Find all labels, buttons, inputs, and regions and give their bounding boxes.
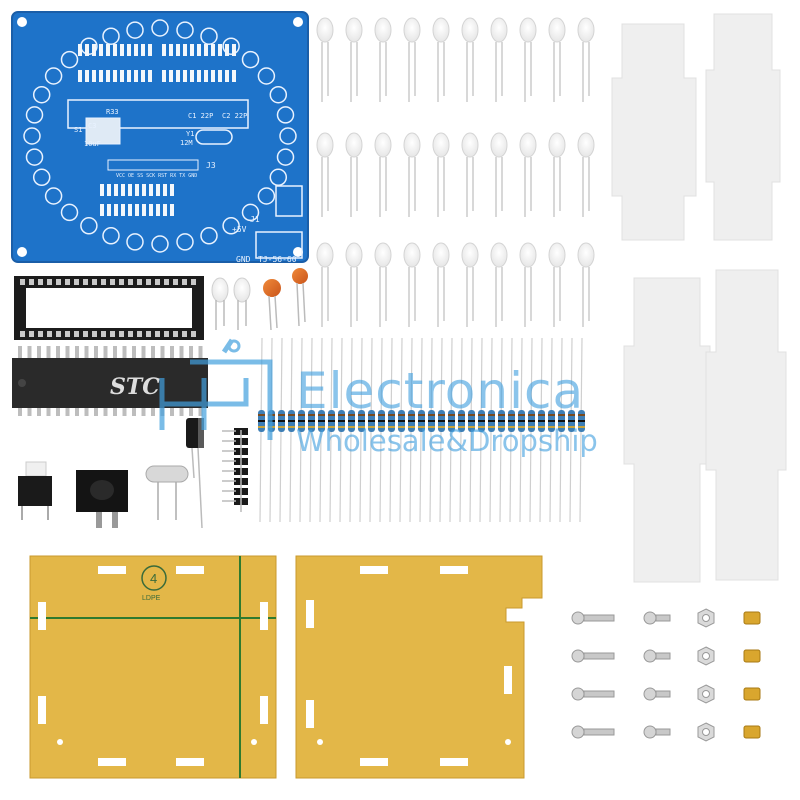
pcb-resistor-pads — [78, 44, 236, 216]
pcb-cap-c3-label: C3 — [88, 122, 96, 130]
pcb-gnd-label: GND — [236, 255, 251, 264]
pcb-ic-footprint — [67, 99, 249, 129]
pcb-resistor-r33-label: R33 — [106, 108, 119, 116]
watermark-line1: Electronica — [296, 362, 585, 420]
mcu-chip-brand: STC — [110, 374, 160, 400]
pcb-jack-footprint — [255, 231, 303, 259]
ic-socket — [14, 276, 204, 340]
push-button — [18, 461, 52, 520]
pcb-cap-c2-label: C2 22P — [222, 112, 247, 120]
pcb-header-pins-label: VCC OE SS SCK RST RX TX GND — [116, 173, 197, 179]
led-grid — [316, 17, 595, 327]
pcb-board-label: TJ-56-60 — [258, 255, 297, 264]
pcb-switch-footprint — [85, 117, 121, 145]
pcb-vcc-label: +5V — [232, 225, 247, 234]
pcb-header-footprint — [107, 159, 199, 171]
dc-jack — [76, 470, 128, 528]
crystal-oscillator — [145, 465, 189, 520]
watermark-logo — [159, 338, 273, 440]
acrylic-panel-right — [295, 555, 543, 779]
pcb-board: TJ-56-60 GND +5V J3 J1 C1 22P C2 22P C3 … — [11, 11, 309, 264]
hardware-kit — [571, 608, 761, 742]
pcb-crystal-value-label: 12M — [180, 139, 193, 147]
pcb-switch-label: S1 — [74, 126, 82, 134]
mcu-chip: STC — [12, 346, 208, 416]
pcb-cap-c1-label: C1 22P — [188, 112, 213, 120]
acrylic-panel-left: 4 LDPE — [29, 555, 277, 779]
pcb-header-label: J3 — [206, 161, 216, 170]
pcb-jack-label: J1 — [250, 215, 260, 224]
recycle-material: LDPE — [142, 595, 161, 602]
ceramic-capacitors — [263, 268, 308, 331]
resistor-bundle — [258, 337, 585, 523]
pcb-crystal-footprint — [195, 129, 233, 145]
pcb-crystal-label: Y1 — [186, 130, 194, 138]
small-leds — [211, 277, 251, 330]
watermark-line2: Wholesale&Dropship — [296, 424, 598, 458]
diffuser-panels — [611, 13, 787, 583]
pin-header — [222, 428, 248, 512]
recycle-number: 4 — [150, 571, 157, 586]
electrolytic-capacitor — [186, 418, 204, 529]
pcb-cap-value-label: 10uF — [84, 140, 101, 148]
